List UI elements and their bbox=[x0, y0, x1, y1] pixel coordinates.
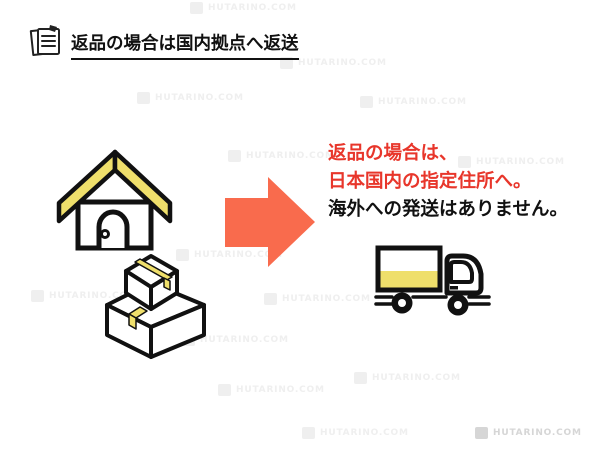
watermark: HUTARINO.COM bbox=[280, 57, 387, 69]
watermark-text: HUTARINO.COM bbox=[298, 58, 387, 68]
watermark-text: HUTARINO.COM bbox=[372, 373, 461, 383]
watermark: HUTARINO.COM bbox=[360, 96, 467, 108]
hutarino-logo-icon bbox=[228, 150, 241, 162]
watermark-text: HUTARINO.COM bbox=[155, 93, 244, 103]
hutarino-logo-icon bbox=[190, 2, 203, 14]
hutarino-logo-icon bbox=[176, 249, 189, 261]
hutarino-logo-icon bbox=[354, 372, 367, 384]
message: 返品の場合は、 日本国内の指定住所へ。 海外への発送はありません。 bbox=[328, 140, 568, 224]
watermark-text: HUTARINO.COM bbox=[194, 250, 283, 260]
hutarino-logo-icon bbox=[458, 156, 471, 168]
watermark: HUTARINO.COM bbox=[137, 92, 244, 104]
hutarino-logo-icon bbox=[280, 57, 293, 69]
hutarino-logo-icon bbox=[360, 96, 373, 108]
watermark-text: HUTARINO.COM bbox=[493, 428, 582, 438]
hutarino-logo-icon bbox=[218, 384, 231, 396]
watermark-text: HUTARINO.COM bbox=[476, 157, 565, 167]
watermark-text: HUTARINO.COM bbox=[49, 291, 138, 301]
arrow-right-icon bbox=[225, 177, 315, 267]
watermark-text: HUTARINO.COM bbox=[208, 3, 297, 13]
watermark: HUTARINO.COM bbox=[218, 384, 325, 396]
watermark: HUTARINO.COM bbox=[475, 427, 582, 439]
watermark-text: HUTARINO.COM bbox=[378, 97, 467, 107]
watermark-text: HUTARINO.COM bbox=[320, 428, 409, 438]
watermark-text: HUTARINO.COM bbox=[200, 335, 289, 345]
watermark: HUTARINO.COM bbox=[176, 249, 283, 261]
hutarino-logo-icon bbox=[137, 92, 150, 104]
hutarino-logo-icon bbox=[475, 427, 488, 439]
message-line-3: 海外への発送はありません。 bbox=[328, 199, 568, 220]
memo-icon bbox=[29, 25, 60, 56]
packages-icon bbox=[105, 254, 206, 359]
house-icon bbox=[56, 149, 173, 251]
watermark-text: HUTARINO.COM bbox=[236, 385, 325, 395]
hutarino-logo-icon bbox=[31, 290, 44, 302]
watermark: HUTARINO.COM bbox=[302, 427, 409, 439]
watermark-text: HUTARINO.COM bbox=[246, 151, 335, 161]
message-line-2: 日本国内の指定住所へ。 bbox=[328, 171, 532, 192]
watermark: HUTARINO.COM bbox=[354, 372, 461, 384]
message-line-1: 返品の場合は、 bbox=[328, 143, 458, 164]
watermark: HUTARINO.COM bbox=[190, 2, 297, 14]
watermark: HUTARINO.COM bbox=[228, 150, 335, 162]
page-title: 返品の場合は国内拠点へ返送 bbox=[71, 30, 299, 60]
watermark: HUTARINO.COM bbox=[264, 293, 371, 305]
watermark-text: HUTARINO.COM bbox=[282, 294, 371, 304]
hutarino-logo-icon bbox=[264, 293, 277, 305]
watermark: HUTARINO.COM bbox=[31, 290, 138, 302]
watermark: HUTARINO.COM bbox=[458, 156, 565, 168]
hutarino-logo-icon bbox=[302, 427, 315, 439]
truck-icon bbox=[374, 245, 491, 316]
